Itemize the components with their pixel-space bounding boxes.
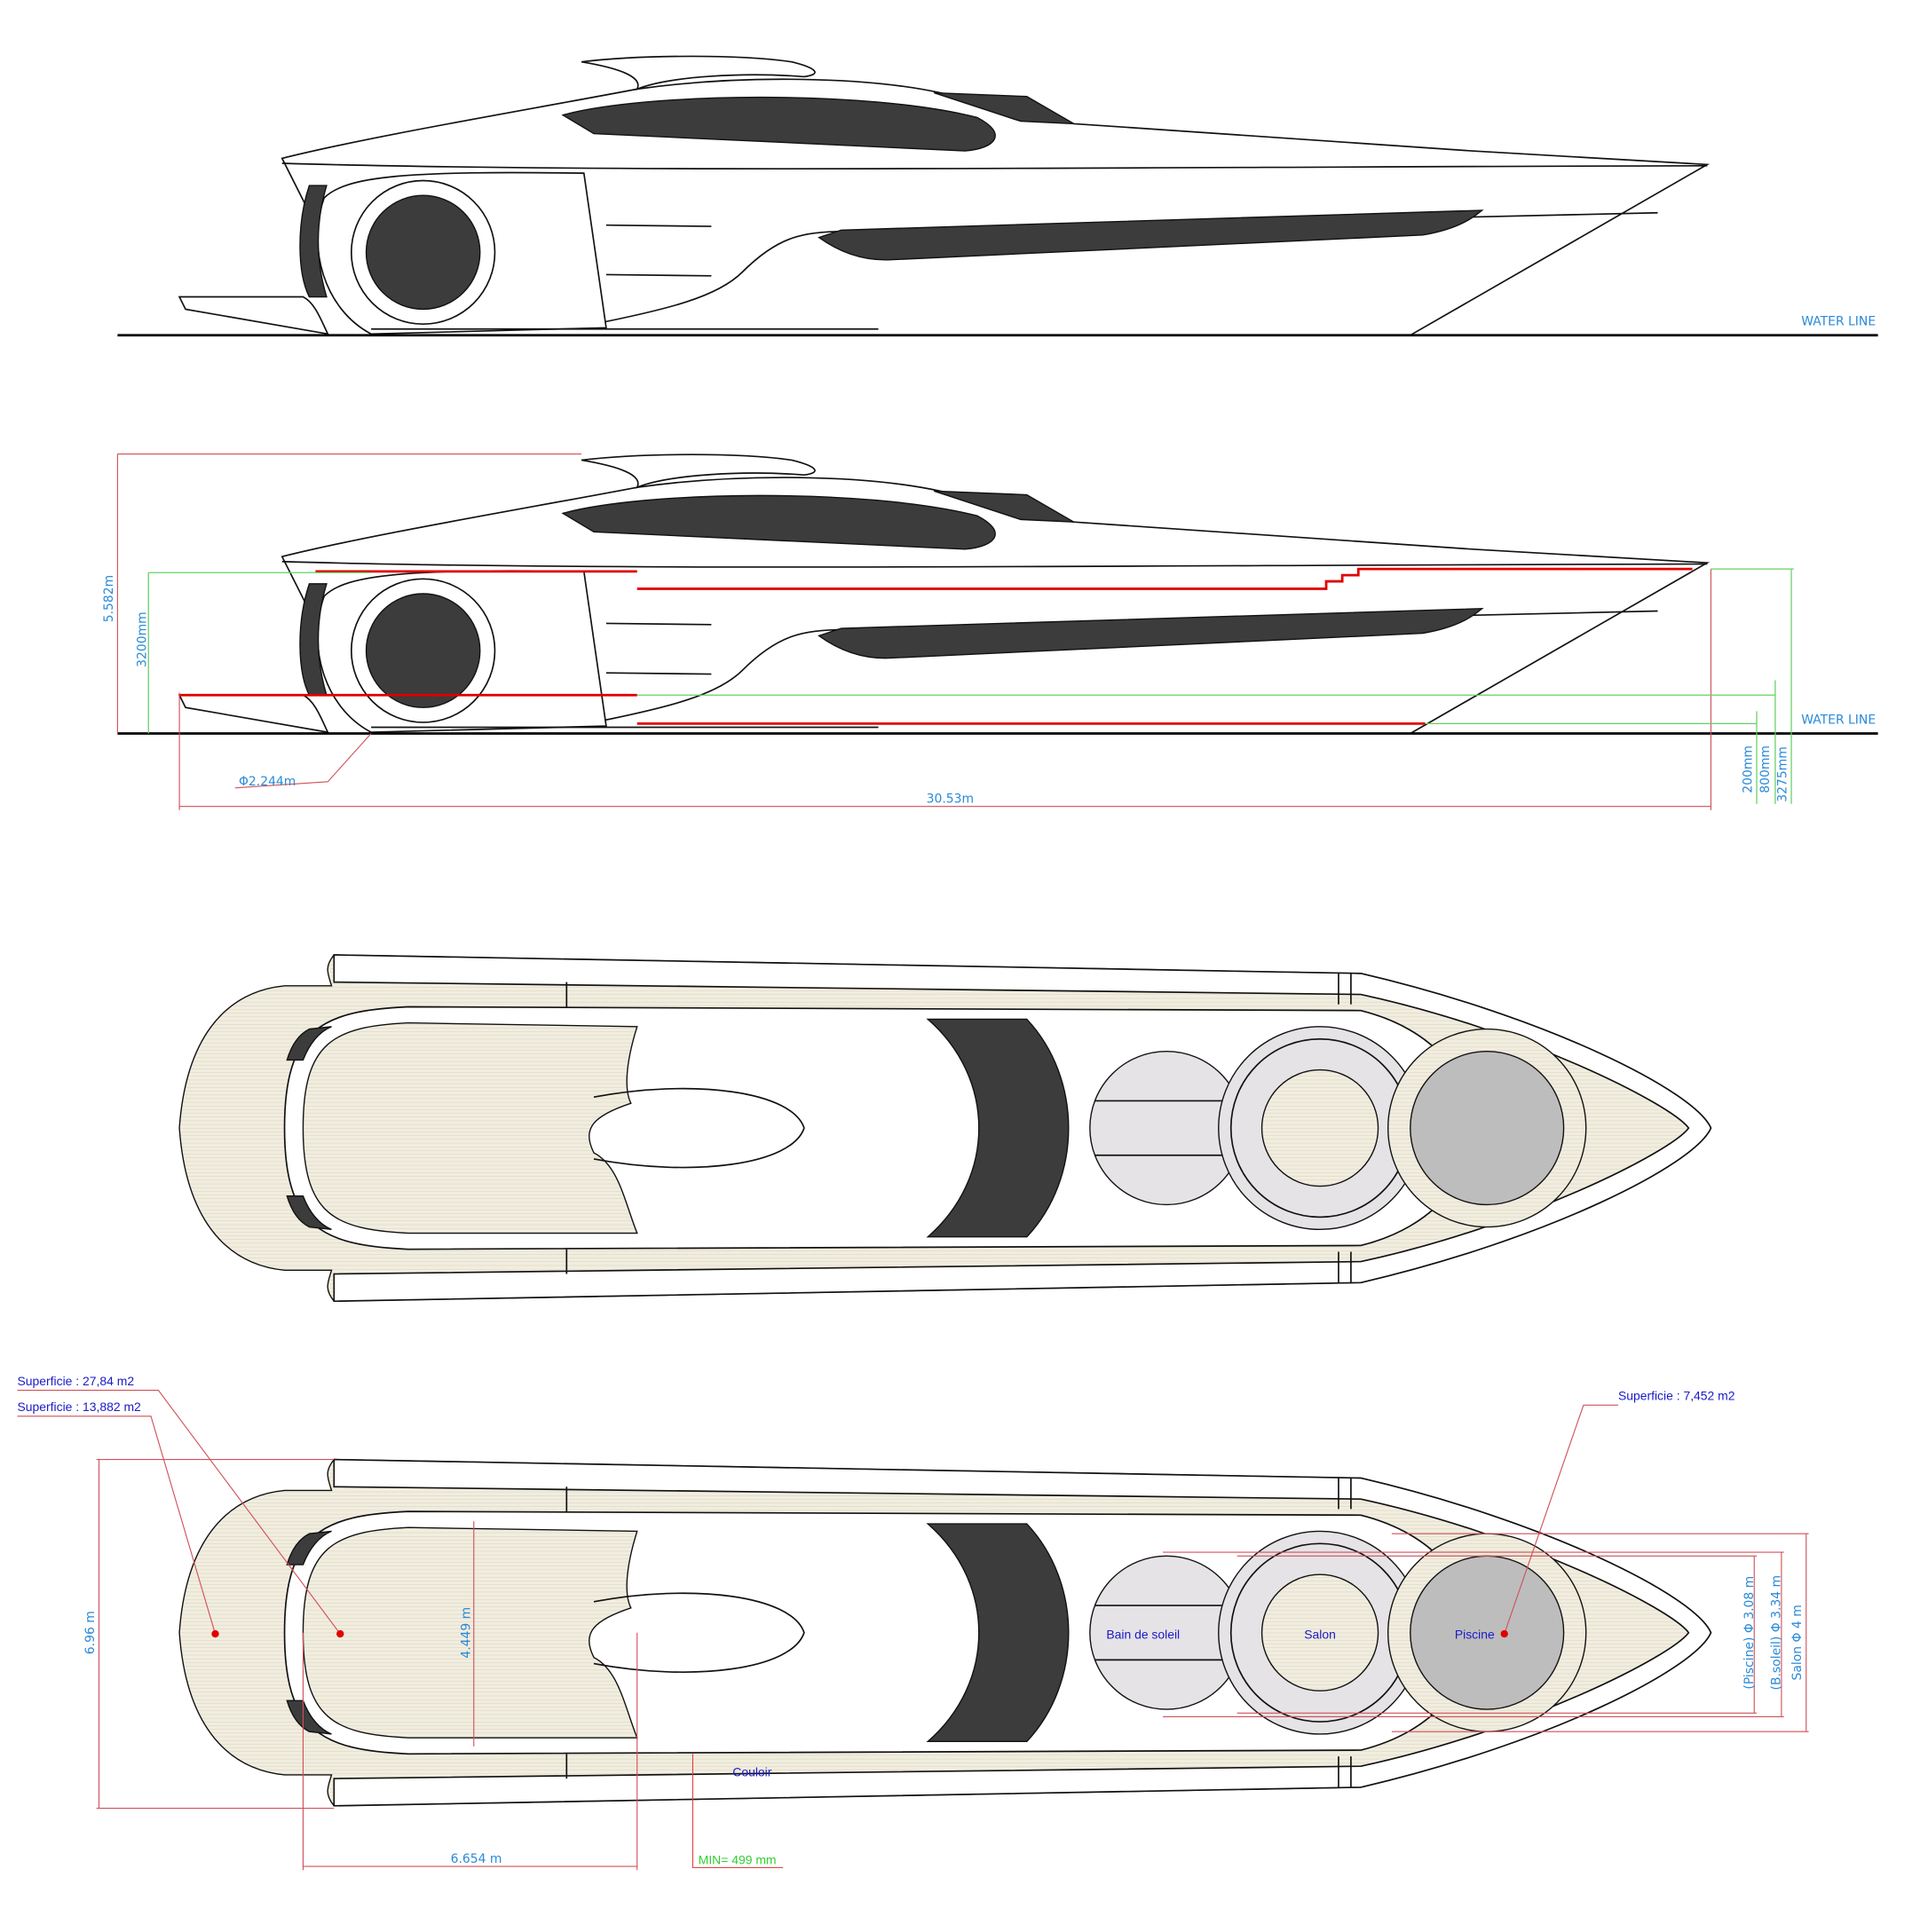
area-marker-stern <box>211 1629 219 1638</box>
area-marker-cockpit <box>336 1629 344 1638</box>
plan-dimension-lines <box>17 1389 1809 1871</box>
length-label: 30.53m <box>927 793 974 807</box>
corridor-min-label: MIN= 499 mm <box>699 1852 777 1866</box>
hull-height-label: 3200mm <box>135 611 149 667</box>
area-stern-label: Superficie : 27,84 m2 <box>18 1374 135 1388</box>
beam-label: 6.96 m <box>83 1611 98 1654</box>
draft-3275-label: 3275mm <box>1775 746 1790 802</box>
plan-view <box>178 954 1712 1303</box>
area-pool-label: Superficie : 7,452 m2 <box>1618 1389 1735 1403</box>
water-line-label: WATER LINE <box>1801 315 1876 329</box>
draft-800-label: 800mm <box>1758 745 1773 793</box>
corridor-label: Couloir <box>732 1764 771 1778</box>
sunbath-label: Bain de soleil <box>1106 1628 1180 1642</box>
cockpit-width-label: 4.449 m <box>460 1607 474 1659</box>
side-view <box>116 55 1880 337</box>
water-line-label-2: WATER LINE <box>1801 713 1876 727</box>
side-view-dimensioned <box>116 453 1880 735</box>
sunbath-diameter-label: (B.soleil) Φ 3.34 m <box>1770 1575 1784 1691</box>
area-marker-pool <box>1500 1629 1508 1638</box>
pool-diameter-label: (Piscine) Φ 3.08 m <box>1742 1576 1757 1690</box>
dimension-lines <box>116 453 1794 810</box>
pod-diameter-label: Φ2.244m <box>239 775 296 789</box>
cockpit-length-label: 6.654 m <box>451 1852 502 1866</box>
area-cockpit-label: Superficie : 13,882 m2 <box>18 1400 142 1414</box>
total-height-label: 5.582m <box>102 575 116 622</box>
pool-label: Piscine <box>1455 1628 1495 1642</box>
lounge-label: Salon <box>1304 1628 1336 1642</box>
lounge-diameter-label: Salon Φ 4 m <box>1790 1605 1805 1680</box>
hull-lines-red <box>179 567 1693 725</box>
draft-200-label: 200mm <box>1741 745 1755 793</box>
